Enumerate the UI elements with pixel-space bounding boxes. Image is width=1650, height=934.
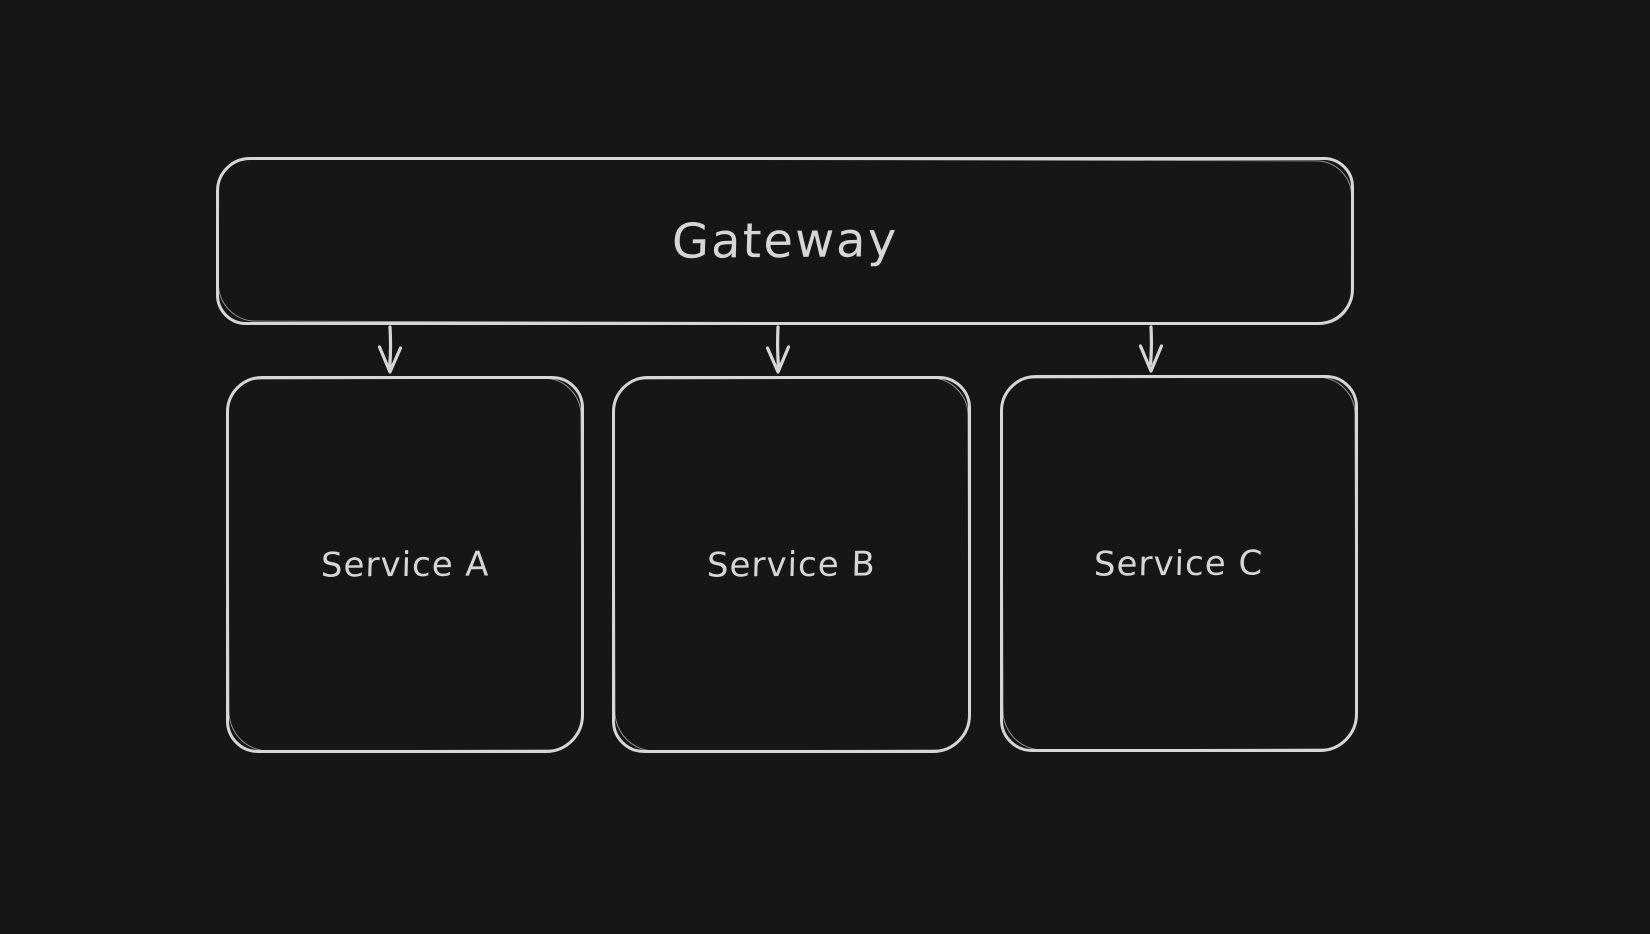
- node-gateway[interactable]: Gateway: [216, 157, 1354, 325]
- arrow-head-icon: [377, 345, 403, 374]
- node-service-c[interactable]: Service C: [1000, 375, 1358, 752]
- node-service-b-label: Service B: [706, 543, 877, 586]
- arrow-head-icon: [1138, 344, 1164, 373]
- node-service-a-label: Service A: [320, 543, 490, 586]
- node-service-b[interactable]: Service B: [612, 376, 971, 753]
- node-gateway-label: Gateway: [671, 212, 899, 270]
- edge-gateway-to-service-b[interactable]: [765, 325, 791, 374]
- arrow-shaft: [388, 325, 393, 368]
- node-service-a[interactable]: Service A: [226, 376, 584, 753]
- arrow-shaft: [1149, 325, 1154, 366]
- arrow-head-icon: [765, 345, 791, 374]
- edge-gateway-to-service-c[interactable]: [1138, 325, 1164, 373]
- arrow-shaft: [775, 325, 780, 368]
- edge-gateway-to-service-a[interactable]: [377, 325, 403, 374]
- node-service-c-label: Service C: [1093, 542, 1265, 585]
